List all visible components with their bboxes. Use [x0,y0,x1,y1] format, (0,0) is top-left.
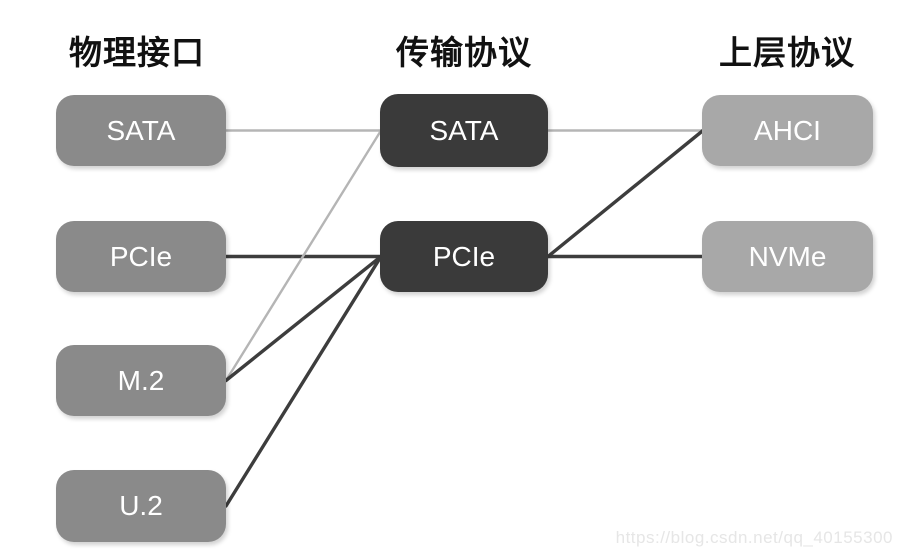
node-upper-nvme: NVMe [702,221,873,292]
node-upper-ahci: AHCI [702,95,873,166]
column-header-transport-protocol: 传输协议 [396,36,532,72]
csdn-watermark: https://blog.csdn.net/qq_40155300 [615,528,893,547]
node-transport-sata: SATA [380,94,548,167]
node-physical-pcie: PCIe [56,221,226,292]
node-transport-pcie: PCIe [380,221,548,292]
column-header-upper-protocol: 上层协议 [719,36,855,72]
node-physical-sata: SATA [56,95,226,166]
node-physical-m2: M.2 [56,345,226,416]
node-physical-u2: U.2 [56,470,226,542]
column-header-physical-interface: 物理接口 [69,36,205,72]
